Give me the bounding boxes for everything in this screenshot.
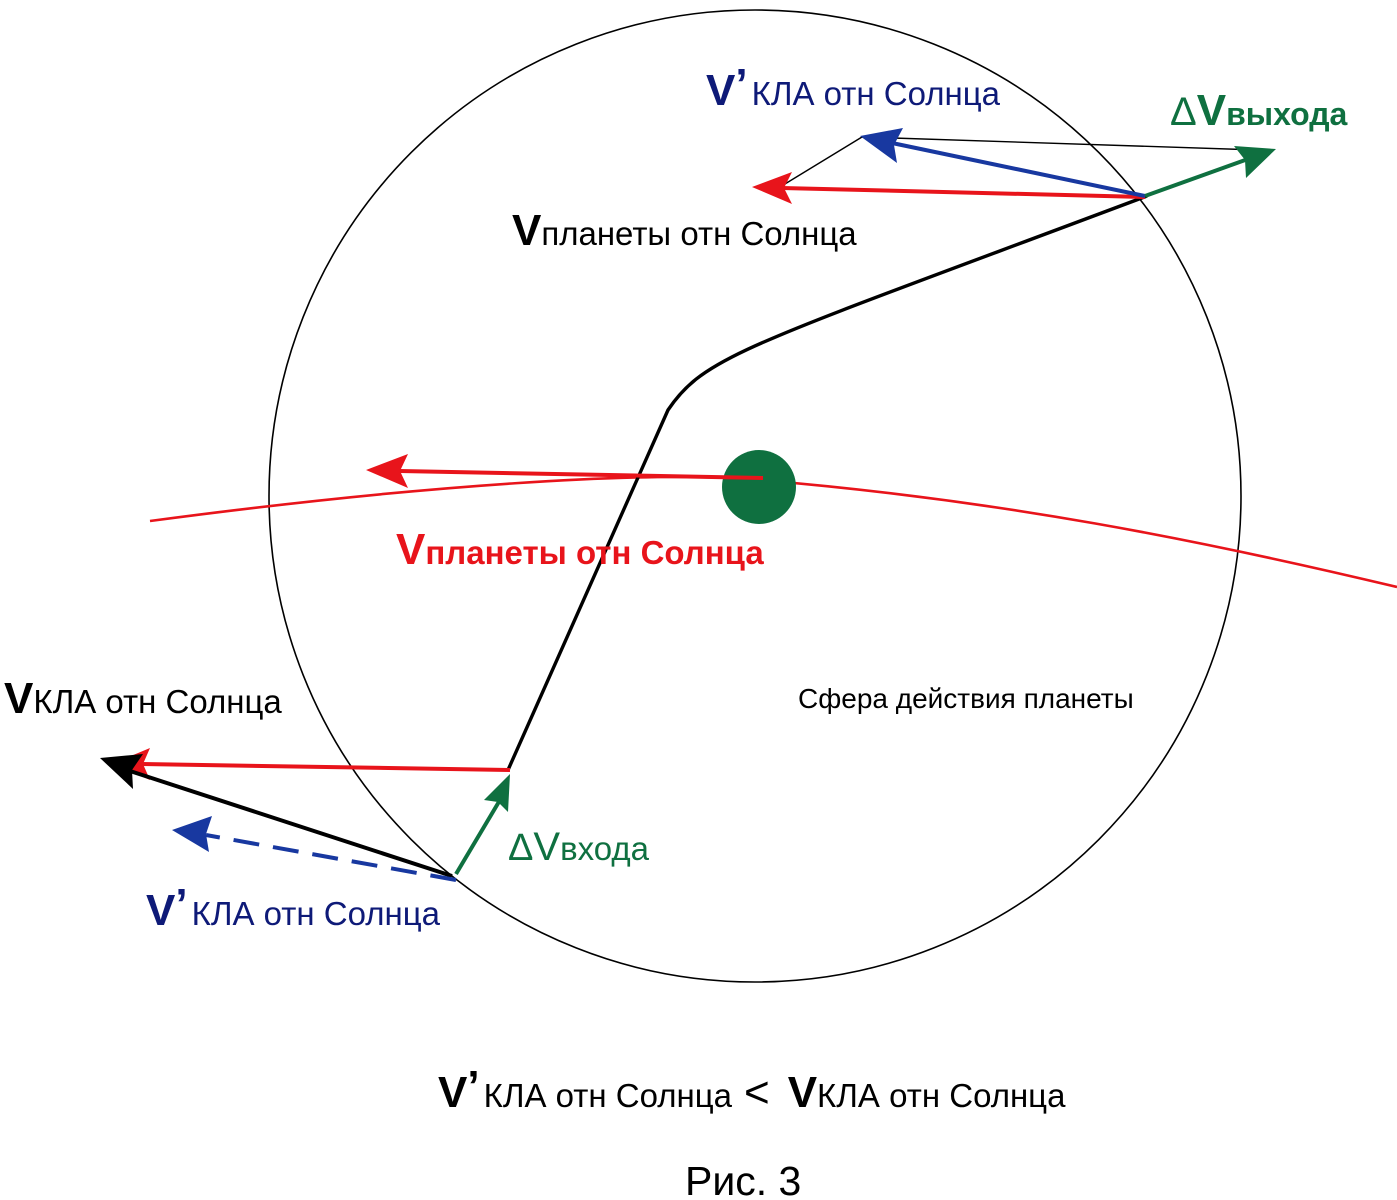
v-kla-arrowhead: [100, 754, 143, 789]
label-v-kla-left: VКЛА отн Солнца: [4, 674, 282, 723]
dv-entry-arrow: [454, 798, 502, 876]
label-v-prime-top: V’КЛА отн Солнца: [706, 60, 1001, 115]
v-prime-entry-dashed-arrow: [205, 833, 457, 882]
label-dv-entry: ΔVвхода: [508, 825, 650, 869]
planet-velocity-arrow-top: [781, 186, 1146, 199]
planet-velocity-arrowhead-top: [752, 172, 792, 204]
sphere-of-influence-circle: [268, 9, 1242, 983]
label-sphere: Сфера действия планеты: [798, 683, 1134, 714]
v-prime-exit-arrowhead: [860, 128, 903, 163]
planet-velocity-arrow-mid: [399, 469, 764, 480]
figure-caption: Рис. 3: [685, 1158, 801, 1200]
planet: [722, 450, 796, 524]
dv-exit-arrow: [1144, 157, 1249, 198]
label-v-planet-top: Vпланеты отн Солнца: [512, 206, 857, 255]
v-kla-arrow: [129, 769, 453, 878]
dv-exit-arrowhead: [1234, 146, 1276, 178]
formula: V’КЛА отн Солнца<VКЛА отн Солнца: [438, 1062, 1066, 1117]
spacecraft-trajectory: [506, 194, 1148, 771]
planet-velocity-arrow-entry: [141, 762, 511, 772]
v-prime-exit-arrow: [891, 141, 1146, 198]
label-v-planet-mid: Vпланеты отн Солнца: [396, 525, 764, 574]
v-prime-entry-arrowhead: [172, 816, 212, 852]
dv-entry-arrowhead: [484, 774, 510, 812]
label-v-prime-bottom: V’КЛА отн Солнца: [146, 880, 441, 935]
planet-velocity-arrowhead-mid: [366, 454, 408, 488]
label-dv-exit: ΔVвыхода: [1170, 86, 1348, 135]
